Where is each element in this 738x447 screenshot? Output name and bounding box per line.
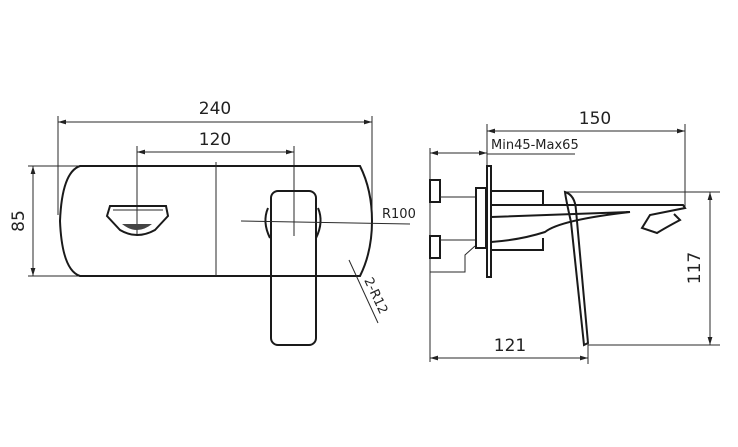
dimension-120: 120 — [199, 130, 231, 150]
spout-outlet — [105, 205, 170, 236]
spout — [491, 204, 687, 235]
radius-2-r12: 2-R12 — [360, 275, 390, 316]
dimension-85: 85 — [9, 210, 29, 232]
dimension-121: 121 — [494, 336, 526, 356]
front-view: 240 120 85 R100 2-R12 — [9, 99, 416, 346]
dimension-150: 150 — [579, 109, 611, 129]
valve-body — [430, 196, 476, 273]
flange — [475, 187, 487, 249]
side-view: 150 Min45-Max65 117 121 — [429, 109, 720, 364]
radius-r100: R100 — [382, 207, 416, 222]
dimension-117: 117 — [685, 252, 705, 284]
wall-range: Min45-Max65 — [491, 138, 579, 153]
dimension-240: 240 — [199, 99, 231, 119]
side-lever — [563, 190, 590, 347]
nut — [429, 235, 441, 259]
lever-handle — [264, 190, 322, 346]
nut — [429, 179, 441, 203]
spout-underside — [490, 211, 631, 243]
wall-plate — [486, 165, 492, 278]
body — [491, 190, 544, 251]
cover-plate — [58, 165, 374, 277]
r100-leader — [240, 220, 411, 225]
r12-leader — [348, 259, 379, 324]
